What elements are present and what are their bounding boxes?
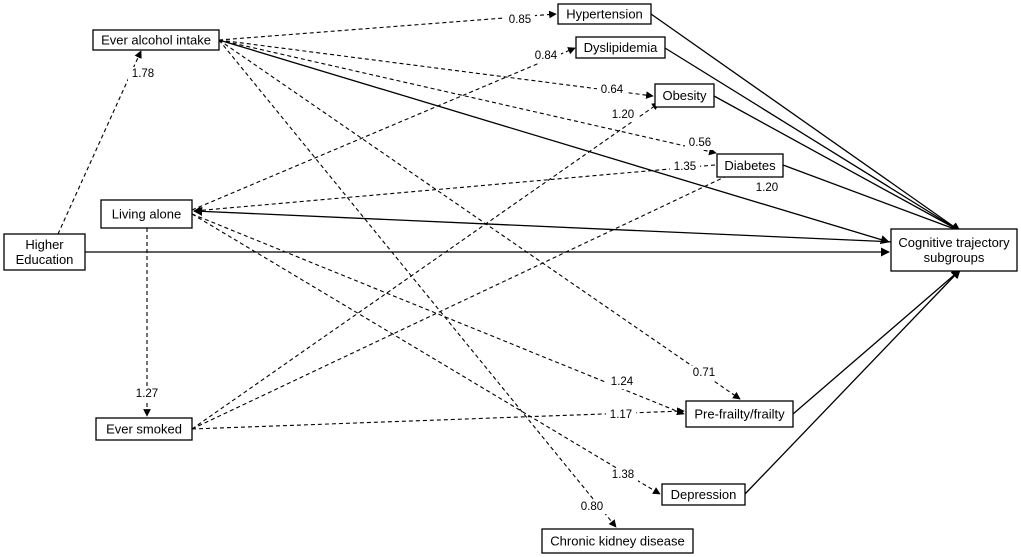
node-depression: Depression (661, 483, 746, 506)
edge-frailty-to-cognitive (792, 269, 961, 415)
coefficient-label-background (606, 408, 636, 422)
coefficient-label: 1.20 (756, 182, 778, 194)
coefficient-label-background (752, 181, 782, 195)
edge-depression-to-cognitive (744, 269, 961, 495)
edge-ever-alcohol-to-hypertension (218, 10, 557, 41)
node-ckd: Chronic kidney disease (541, 528, 694, 554)
node-box (3, 233, 86, 271)
coefficient-label-background (608, 108, 638, 122)
coefficient-label-background (531, 49, 561, 63)
coefficient-label: 1.35 (674, 161, 696, 173)
node-label: Higher (25, 237, 64, 252)
edge-living-alone-to-dyslipidemia (191, 47, 576, 211)
node-box (716, 153, 784, 178)
coefficient-label-background (132, 387, 162, 401)
coefficient-label-background (505, 13, 535, 27)
edge-ever-alcohol-to-cognitive (218, 39, 890, 244)
edge-diabetes-to-cognitive (782, 164, 961, 233)
coefficient-label-background (689, 366, 719, 380)
node-box (95, 417, 193, 441)
edge-diabetes-to-living-alone (193, 164, 716, 215)
node-label: subgroups (924, 250, 985, 265)
coefficient-label: 0.84 (535, 50, 558, 62)
coefficient-label: 1.27 (136, 388, 158, 400)
edge-obesity-to-cognitive (713, 95, 961, 232)
node-box (661, 483, 746, 506)
node-label: Obesity (662, 88, 707, 103)
edge-ever-smoked-to-diabetes (191, 164, 751, 430)
coefficient-label-background (685, 136, 715, 150)
node-label: Dyslipidemia (584, 40, 658, 55)
edge-ever-smoked-to-obesity (191, 102, 660, 430)
node-label: Living alone (112, 207, 181, 222)
node-label: Hypertension (566, 7, 643, 22)
coefficient-label: 0.80 (581, 501, 603, 513)
node-box (557, 3, 652, 25)
edge-ever-alcohol-to-obesity (218, 39, 654, 99)
node-label: Ever alcohol intake (101, 33, 211, 48)
coefficient-label: 1.20 (612, 109, 634, 121)
edge-ever-alcohol-to-ckd (218, 39, 617, 528)
node-box (685, 400, 794, 428)
coefficient-label: 1.38 (612, 469, 634, 481)
node-label: Ever smoked (106, 422, 182, 437)
node-ever-smoked: Ever smoked (95, 417, 193, 441)
node-label: Pre-frailty/frailty (694, 407, 785, 422)
node-box (890, 228, 1018, 272)
coefficient-label-background (128, 67, 158, 81)
node-box (654, 83, 715, 108)
node-box (92, 29, 220, 51)
edge-cognitive-to-living-alone (193, 206, 964, 246)
node-box (575, 36, 666, 59)
coefficient-label-background (607, 375, 637, 389)
node-label: Cognitive trajectory (898, 235, 1010, 250)
coefficient-label: 0.71 (693, 367, 715, 379)
coefficient-label: 0.64 (601, 84, 624, 96)
coefficient-label-background (670, 160, 700, 174)
coefficient-label-background (608, 468, 638, 482)
node-diabetes: Diabetes (716, 153, 784, 178)
node-label: Depression (671, 487, 737, 502)
edge-hypertension-to-cognitive (650, 13, 961, 232)
node-box (100, 199, 193, 229)
node-ever-alcohol: Ever alcohol intake (92, 29, 220, 51)
coefficient-label-background (597, 83, 627, 97)
node-label: Education (16, 252, 74, 267)
edge-living-alone-to-frailty (191, 213, 685, 415)
coefficient-label: 0.56 (689, 137, 711, 149)
coefficient-label: 1.24 (611, 376, 634, 388)
coefficient-label-background (577, 500, 607, 514)
edge-dyslipidemia-to-cognitive (664, 47, 961, 232)
node-box (541, 528, 694, 554)
node-label: Chronic kidney disease (550, 534, 684, 549)
node-frailty: Pre-frailty/frailty (685, 400, 794, 428)
edge-ever-alcohol-to-frailty (218, 39, 741, 400)
coefficient-label: 1.17 (610, 409, 632, 421)
node-hypertension: Hypertension (557, 3, 652, 25)
edge-higher-education-to-ever-alcohol (57, 50, 142, 235)
node-living-alone: Living alone (100, 199, 193, 229)
edge-ever-smoked-to-frailty (191, 407, 685, 430)
node-label: Diabetes (724, 158, 776, 173)
edge-ever-alcohol-to-diabetes (218, 39, 717, 156)
edge-living-alone-to-depression (191, 213, 661, 495)
coefficient-label: 1.78 (132, 68, 154, 80)
node-obesity: Obesity (654, 83, 715, 108)
node-dyslipidemia: Dyslipidemia (575, 36, 666, 59)
coefficient-label: 0.85 (509, 14, 531, 26)
